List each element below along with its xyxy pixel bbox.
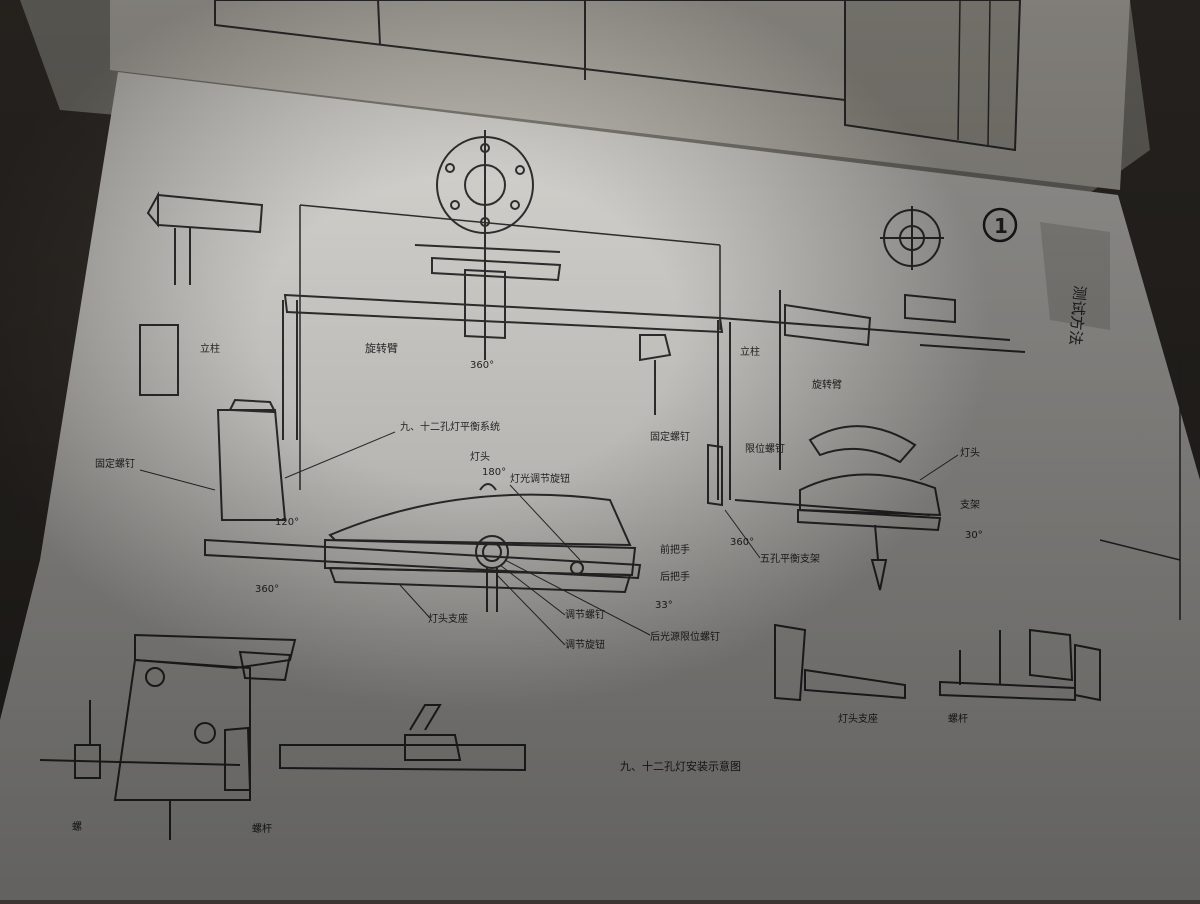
- bottom-right-holder: [774, 623, 1101, 702]
- label-handle-rear: 后把手: [660, 570, 690, 583]
- page-number: 1: [994, 214, 1008, 238]
- label-lamp-holder-right: 灯头支座: [838, 712, 878, 725]
- label-angle-33: 33°: [655, 600, 673, 611]
- label-rotation-top: 360°: [470, 360, 494, 371]
- bottom-clamp: [39, 633, 526, 840]
- label-lamp-support: 灯头支座: [428, 612, 468, 625]
- label-angle-180: 180°: [482, 467, 506, 478]
- label-adjust-screw: 调节螺钉: [565, 609, 605, 621]
- rosette-right: [880, 206, 944, 270]
- label-support-right: 支架: [960, 499, 980, 511]
- label-angle-right: 30°: [965, 530, 983, 541]
- label-rotation-right: 360°: [730, 537, 754, 548]
- side-title-box: [1040, 222, 1110, 330]
- arm-assembly: [283, 244, 1011, 341]
- label-upright-right: 立柱: [740, 345, 760, 358]
- label-lamp-right: 灯头: [960, 447, 980, 459]
- label-balance-frame: 五孔平衡支架: [760, 553, 820, 565]
- label-rotation-arm-right: 旋转臂: [812, 378, 842, 391]
- label-lamp-head: 灯头: [470, 451, 490, 463]
- page-number-circle: [982, 207, 1018, 243]
- label-handle-front: 前把手: [660, 543, 690, 556]
- label-lock-screw-left: 固定螺钉: [95, 457, 135, 470]
- label-rotation-left: 360°: [255, 584, 279, 595]
- diagram-heading: 九、十二孔灯安装示意图: [620, 759, 741, 773]
- label-upright-left: 立柱: [200, 342, 220, 355]
- label-limit-right: 限位螺钉: [745, 442, 785, 455]
- label-arm: 旋转臂: [365, 341, 398, 355]
- top-sheet-table: [844, 0, 1022, 152]
- label-screw-bottom: 螺杆: [252, 823, 272, 835]
- label-light-adjust-knob: 灯光调节旋钮: [510, 472, 570, 485]
- label-system: 九、十二孔灯平衡系统: [400, 420, 500, 433]
- left-upright: [139, 191, 298, 521]
- right-upright: [639, 290, 1026, 591]
- label-lock-screw-right: 固定螺钉: [650, 430, 690, 443]
- label-angle-120: 120°: [275, 517, 299, 528]
- side-title: 测试方法: [1066, 285, 1089, 346]
- label-limit-screw: 后光源限位螺钉: [650, 630, 720, 643]
- label-screw-right: 螺杆: [948, 713, 968, 725]
- label-nut-bottom: 螺: [72, 821, 82, 833]
- label-adjust-knob: 调节旋钮: [565, 638, 605, 651]
